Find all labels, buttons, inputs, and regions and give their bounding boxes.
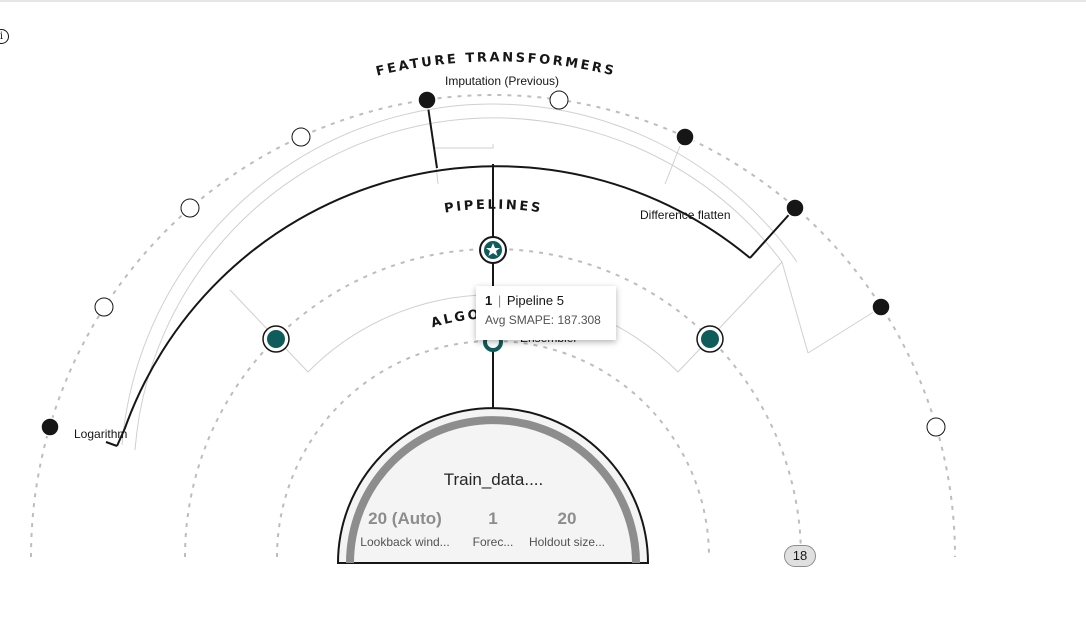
tooltip-rank: 1 [485,293,493,308]
top-divider [0,0,1086,2]
ft-node-imputation[interactable] [417,90,437,110]
pipeline-node-fill [701,330,719,348]
ft-node-difference-flatten[interactable] [785,198,805,218]
pipeline-count-badge[interactable]: 18 [784,545,816,567]
center-progress-ring [346,416,640,564]
dataset-name[interactable]: Train_data.... [443,470,544,489]
center-info: Train_data.... [350,470,637,490]
feature-transformer-nodes [40,90,946,437]
stat-lookback: 20 (Auto) Lookback wind... [350,509,460,549]
svg-text:PIPELINES: PIPELINES [443,198,543,217]
pipeline-node-fill [267,330,285,348]
ft-node[interactable] [549,90,569,110]
tooltip-title: 1 | Pipeline 5 [485,293,607,308]
selected-path [105,99,796,447]
star-icon [486,243,500,256]
logarithm-label: Logarithm [74,427,127,441]
tooltip-metric: Avg SMAPE: 187.308 [485,313,601,327]
stat-value: 20 [557,509,577,528]
tooltip-pipeline-name: Pipeline 5 [506,293,564,308]
stat-holdout: 20 Holdout size... [512,509,622,549]
stat-value: 1 [488,509,498,528]
tooltip-separator: | [497,293,502,308]
connector-paths [121,103,881,451]
ft-node[interactable] [180,198,200,218]
pipeline-nodes [262,236,724,353]
stat-label: Lookback wind... [360,535,450,549]
experiment-stats: 20 (Auto) Lookback wind... 1 Forec... 20… [350,509,637,559]
stat-label: Forec... [472,535,514,549]
ft-node[interactable] [871,297,891,317]
ring-title-pipelines: PIPELINES [443,198,541,217]
ft-node[interactable] [675,127,695,147]
ring-pipelines-inner [276,340,710,558]
ft-node[interactable] [291,127,311,147]
ring-outer [30,94,956,558]
stat-forecast: 1 Forec... [438,509,548,549]
imputation-label: Imputation (Previous) [445,74,559,88]
pipeline-tooltip: 1 | Pipeline 5 Avg SMAPE: 187.308 [476,286,616,340]
ft-node-logarithm[interactable] [40,417,60,437]
difference-flatten-label: Difference flatten [640,208,731,222]
ft-node[interactable] [94,297,114,317]
ft-node[interactable] [926,417,946,437]
stat-value: 20 (Auto) [368,509,442,528]
stat-label: Holdout size... [528,535,606,549]
